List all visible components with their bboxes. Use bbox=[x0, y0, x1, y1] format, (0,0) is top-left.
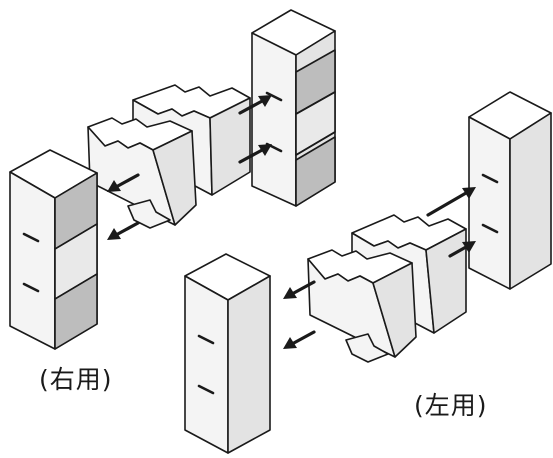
arrow-to-box-left-use-lower bbox=[283, 330, 316, 349]
slot bbox=[197, 384, 215, 395]
shelf-right-use-front bbox=[9, 171, 56, 350]
slot bbox=[22, 282, 40, 293]
connector-top-front-side bbox=[152, 130, 197, 226]
arrow-to-box-right-lower bbox=[448, 241, 476, 258]
connector-board-top-front bbox=[87, 117, 197, 229]
slot bbox=[265, 91, 283, 102]
slot bbox=[22, 232, 40, 243]
box-right bbox=[468, 91, 552, 290]
shelf-top-right-front bbox=[251, 32, 297, 207]
connector-bottom-front-side bbox=[372, 262, 417, 358]
box-left-use-side bbox=[227, 275, 271, 454]
connector-bottom-back-side bbox=[425, 228, 467, 334]
shelf-right-use bbox=[9, 149, 98, 350]
box-right-side bbox=[509, 112, 552, 290]
slot bbox=[481, 223, 499, 234]
connector-top-back-side bbox=[209, 97, 251, 196]
caption-right-use: (右用) bbox=[39, 365, 113, 394]
shelf-top-right-cubby-3 bbox=[295, 136, 336, 207]
connector-bottom-front-tab bbox=[345, 333, 389, 363]
slot bbox=[481, 173, 499, 184]
slot bbox=[197, 334, 215, 345]
arrow-to-box-right-upper bbox=[426, 187, 476, 217]
box-left-use bbox=[184, 253, 271, 454]
arrow-to-shelf-top-upper bbox=[238, 95, 272, 115]
box-right-front bbox=[468, 116, 511, 290]
arrow-to-shelf-right-use-lower bbox=[107, 221, 140, 240]
box-left-use-front bbox=[184, 275, 229, 454]
connector-board-bottom-front bbox=[307, 249, 417, 363]
arrow-to-shelf-top-lower bbox=[238, 144, 272, 164]
connector-bottom-front-front bbox=[307, 258, 396, 358]
caption-left-use: (左用) bbox=[414, 391, 488, 420]
arrow-to-shelf-right-use-upper bbox=[107, 173, 140, 192]
shelf-top-right bbox=[251, 9, 336, 207]
arrow-to-box-left-use-upper bbox=[283, 280, 316, 299]
connector-top-front-tab bbox=[127, 199, 171, 229]
